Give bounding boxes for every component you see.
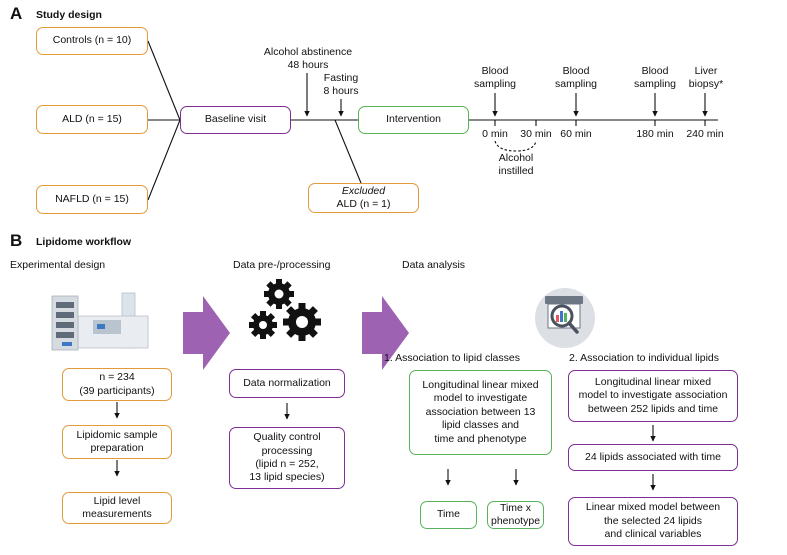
col1-heading: Experimental design — [10, 259, 106, 271]
excluded-title: Excluded — [341, 184, 386, 197]
lipids-associated-box: 24 lipids associated with time — [568, 444, 738, 471]
sampling-label-0: Blood sampling — [473, 65, 517, 91]
group-ald: ALD (n = 15) — [36, 105, 148, 134]
intervention-box: Intervention — [358, 106, 469, 134]
time-240: 240 min — [686, 128, 724, 140]
outcome-time: Time — [420, 501, 477, 529]
lc-ms-instrument-icon — [51, 292, 149, 351]
proc-step-2: Quality control processing (lipid n = 25… — [229, 427, 345, 489]
group-nafld: NAFLD (n = 15) — [36, 185, 148, 214]
liver-biopsy-label: Liver biopsy* — [688, 65, 724, 91]
analysis-2-box: Longitudinal linear mixed model to inves… — [568, 370, 738, 422]
excluded-box: Excluded ALD (n = 1) — [308, 183, 419, 213]
analysis-magnifier-icon — [535, 288, 595, 348]
alcohol-instilled-label: Alcohol instilled — [498, 152, 534, 178]
fasting-label: Fasting 8 hours — [323, 72, 359, 98]
col3-heading: Data analysis — [402, 259, 466, 271]
time-0: 0 min — [482, 128, 508, 140]
big-arrow-2 — [362, 296, 409, 370]
exp-step-1: n = 234 (39 participants) — [62, 368, 172, 401]
connector-excluded — [334, 119, 362, 184]
panel-a-title: Study design — [36, 9, 102, 21]
col2-heading: Data pre-/processing — [233, 259, 331, 271]
gears-icon — [249, 279, 321, 341]
analysis-1-box: Longitudinal linear mixed model to inves… — [409, 370, 552, 455]
analysis-1-heading: 1. Association to lipid classes — [384, 352, 520, 364]
final-model-box: Linear mixed model between the selected … — [568, 497, 738, 546]
exp-step-3: Lipid level measurements — [62, 492, 172, 524]
analysis-2-heading: 2. Association to individual lipids — [569, 352, 720, 364]
panel-b-title: Lipidome workflow — [36, 236, 132, 248]
sampling-label-180: Blood sampling — [633, 65, 677, 91]
alcohol-instilled-bracket — [494, 140, 537, 152]
connector-nafld — [147, 119, 181, 201]
baseline-visit-box: Baseline visit — [180, 106, 291, 134]
outcome-time-phenotype: Time x phenotype — [487, 501, 544, 529]
connector-controls — [147, 40, 181, 121]
sampling-label-60: Blood sampling — [554, 65, 598, 91]
panel-b-letter: B — [10, 231, 23, 250]
alcohol-abstinence-label: Alcohol abstinence 48 hours — [263, 46, 353, 72]
panel-a-letter: A — [10, 4, 23, 23]
time-60: 60 min — [560, 128, 592, 140]
exp-step-2: Lipidomic sample preparation — [62, 425, 172, 459]
big-arrow-1 — [183, 296, 230, 370]
proc-step-1: Data normalization — [229, 369, 345, 398]
excluded-text: ALD (n = 1) — [336, 198, 391, 210]
time-180: 180 min — [636, 128, 674, 140]
group-controls: Controls (n = 10) — [36, 27, 148, 55]
time-30: 30 min — [520, 128, 552, 140]
